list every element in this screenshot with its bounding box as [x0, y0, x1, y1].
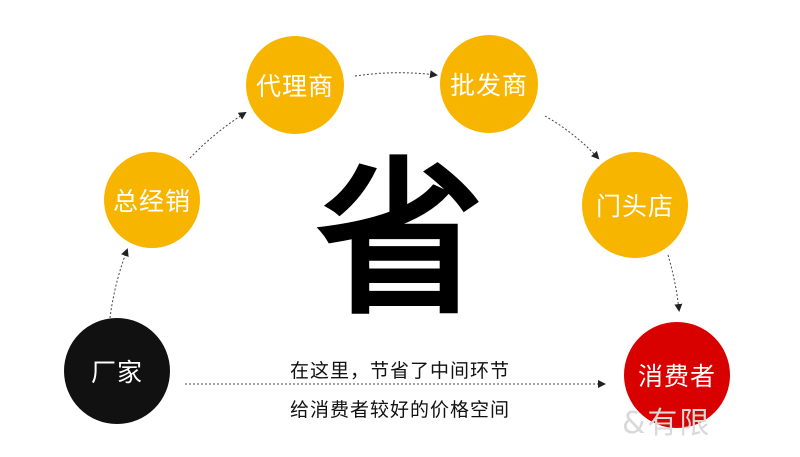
node-store: 门头店	[582, 152, 688, 258]
node-store-label: 门头店	[595, 192, 674, 221]
node-wholesaler-label: 批发商	[449, 71, 528, 100]
node-agent-label: 代理商	[255, 72, 334, 101]
node-consumer-label: 消费者	[637, 362, 716, 391]
arrow-general-distributor-to-agent	[189, 111, 247, 159]
node-general-distributor-label: 总经销	[112, 187, 191, 216]
arrow-factory-to-general-distributor	[109, 248, 129, 319]
arrow-store-to-consumer	[667, 254, 683, 312]
node-consumer: 消费者	[624, 322, 730, 428]
caption-line-1: 在这里，节省了中间环节	[289, 360, 510, 382]
arrow-wholesaler-to-store	[544, 115, 600, 160]
caption-line-2: 给消费者较好的价格空间	[289, 399, 510, 421]
node-agent: 代理商	[246, 36, 344, 134]
center-save-character: 省	[316, 142, 484, 338]
watermark-text: &有限	[622, 406, 712, 441]
node-wholesaler: 批发商	[440, 35, 538, 133]
node-factory: 厂家	[64, 318, 170, 424]
node-general-distributor: 总经销	[104, 152, 200, 248]
arrow-agent-to-wholesaler	[354, 70, 438, 79]
node-factory-label: 厂家	[90, 358, 143, 387]
